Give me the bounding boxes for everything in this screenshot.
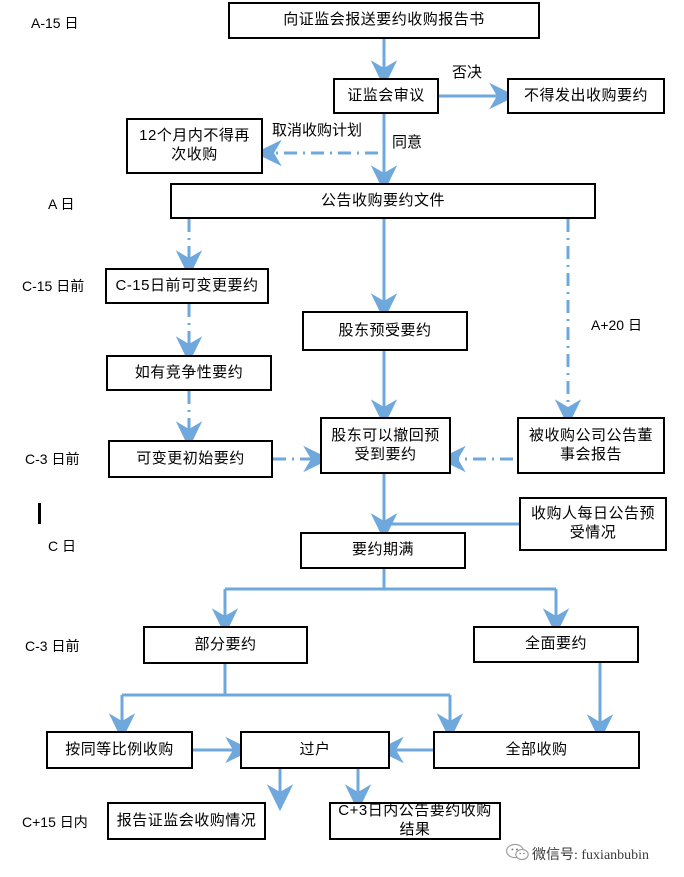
node-daily-announcement[interactable]: 收购人每日公告预受情况 [519, 497, 667, 551]
node-ban-12-months[interactable]: 12个月内不得再次收购 [126, 118, 263, 174]
node-label: 按同等比例收购 [65, 740, 174, 758]
node-label: 收购人每日公告预受情况 [530, 505, 655, 541]
day-label-c-minus-3-lower: C-3 日前 [25, 638, 80, 654]
wechat-logo-icon [506, 843, 529, 861]
node-announce-result-c3[interactable]: C+3日内公告要约收购结果 [329, 802, 501, 840]
node-label: 可变更初始要约 [136, 449, 245, 467]
day-label-c-minus-15: C-15 日前 [22, 278, 85, 294]
day-label-a-plus-20: A+20 日 [591, 317, 642, 333]
node-shareholder-pre-accept[interactable]: 股东预受要约 [302, 311, 468, 351]
node-label: 股东预受要约 [338, 321, 432, 339]
node-label: 过户 [299, 740, 331, 758]
day-label-a: A 日 [48, 196, 75, 212]
edge-label-cancel-plan: 取消收购计划 [272, 122, 363, 139]
node-transfer-ownership[interactable]: 过户 [240, 731, 390, 769]
node-label: 公告收购要约文件 [320, 191, 445, 209]
edge-label-approve: 同意 [392, 134, 423, 151]
edge-dailyannounce-to-expire [370, 513, 519, 541]
node-label: 股东可以撤回预受到要约 [331, 426, 440, 463]
watermark-text: 微信号: fuxianbubin [532, 848, 650, 863]
node-submit-tender-report[interactable]: 向证监会报送要约收购报告书 [228, 2, 540, 39]
node-label: 不得发出收购要约 [523, 86, 648, 104]
node-label: 全面要约 [524, 635, 587, 653]
node-label: 部分要约 [194, 635, 257, 653]
edge-label-reject: 否决 [452, 64, 483, 81]
node-label: 要约期满 [351, 541, 414, 559]
node-offer-expires[interactable]: 要约期满 [300, 532, 466, 569]
node-label: 报告证监会收购情况 [116, 811, 257, 829]
node-target-board-report[interactable]: 被收购公司公告董事会报告 [517, 417, 665, 474]
node-changeable-before-c15[interactable]: C-15日前可变更要约 [105, 268, 269, 304]
node-label: 被收购公司公告董事会报告 [528, 426, 653, 463]
node-label: C+3日内公告要约收购结果 [338, 802, 492, 838]
node-csrc-review[interactable]: 证监会审议 [333, 78, 439, 114]
node-label: 12个月内不得再次收购 [139, 127, 250, 163]
day-label-c: C 日 [48, 538, 76, 554]
day-label-c-plus-15: C+15 日内 [22, 814, 88, 830]
node-competing-offer[interactable]: 如有竞争性要约 [106, 355, 272, 391]
node-change-initial-offer[interactable]: 可变更初始要约 [108, 440, 273, 478]
day-label-a-minus-15: A-15 日 [31, 15, 79, 31]
node-buy-all[interactable]: 全部收购 [433, 731, 640, 769]
node-pro-rata-purchase[interactable]: 按同等比例收购 [46, 731, 193, 769]
node-report-to-csrc[interactable]: 报告证监会收购情况 [107, 802, 266, 840]
node-partial-offer[interactable]: 部分要约 [143, 626, 308, 664]
node-full-offer[interactable]: 全面要约 [473, 626, 639, 663]
node-no-tender-allowed[interactable]: 不得发出收购要约 [507, 78, 665, 114]
day-label-c-minus-3-upper: C-3 日前 [25, 451, 80, 467]
node-announce-tender-docs[interactable]: 公告收购要约文件 [170, 183, 596, 219]
node-label: 全部收购 [505, 740, 568, 758]
node-label: 证监会审议 [347, 86, 425, 104]
node-shareholder-withdraw[interactable]: 股东可以撤回预受到要约 [320, 417, 451, 474]
node-label: 如有竞争性要约 [134, 363, 244, 381]
node-label: 向证监会报送要约收购报告书 [283, 11, 485, 29]
timeline-tick [38, 503, 41, 524]
node-label: C-15日前可变更要约 [115, 276, 259, 294]
